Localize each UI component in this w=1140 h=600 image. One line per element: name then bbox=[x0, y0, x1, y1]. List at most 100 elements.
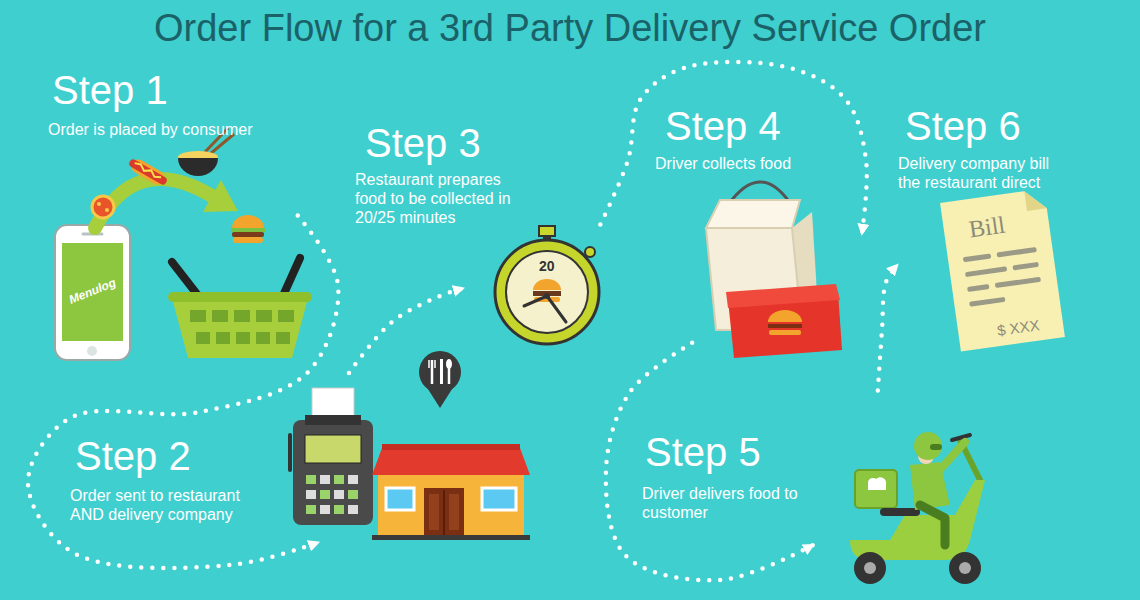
stopwatch-icon bbox=[495, 226, 599, 344]
bill-amount: $ XXX bbox=[996, 316, 1041, 339]
restaurant-icon bbox=[443, 490, 445, 537]
step-circle bbox=[800, 387, 1010, 597]
dotted-connector bbox=[600, 62, 866, 235]
basket-icon bbox=[276, 332, 290, 344]
takeout-box-icon bbox=[706, 200, 800, 228]
hotdog-icon bbox=[128, 158, 168, 186]
card-terminal-icon bbox=[306, 505, 316, 514]
card-terminal-icon bbox=[348, 475, 358, 484]
bill-heading: Bill bbox=[967, 212, 1007, 244]
location-pin-icon bbox=[448, 368, 451, 384]
pizza-icon bbox=[92, 196, 114, 218]
noodle-bowl-icon bbox=[178, 158, 218, 176]
location-pin-icon bbox=[426, 386, 454, 408]
bill-icon bbox=[1012, 262, 1038, 271]
connector-group bbox=[28, 62, 898, 580]
pizza-icon bbox=[92, 196, 114, 218]
step-description: Restaurant prepares food to be collected… bbox=[355, 170, 520, 227]
card-terminal-icon bbox=[320, 505, 330, 514]
card-terminal-icon bbox=[305, 415, 361, 425]
step-heading: Step 1 bbox=[52, 68, 168, 112]
bill-icon bbox=[965, 266, 1007, 277]
restaurant-icon bbox=[386, 488, 414, 510]
step-circle bbox=[897, 147, 1103, 353]
pizza-icon bbox=[97, 202, 101, 206]
basket-icon bbox=[236, 332, 250, 344]
basket-icon bbox=[190, 310, 206, 322]
burger-icon bbox=[231, 228, 265, 232]
restaurant-icon bbox=[429, 494, 439, 530]
pizza-icon bbox=[105, 208, 109, 212]
burger-icon bbox=[232, 232, 264, 237]
restaurant-icon bbox=[449, 494, 459, 530]
phone-icon bbox=[62, 243, 123, 341]
step-circle bbox=[293, 358, 517, 582]
phone-icon bbox=[55, 225, 130, 360]
circle-outline bbox=[293, 358, 517, 582]
location-pin-icon bbox=[428, 360, 430, 368]
card-terminal-icon bbox=[290, 388, 373, 525]
circle-outline bbox=[800, 387, 1010, 597]
scooter-icon bbox=[855, 470, 897, 508]
step-description: Order is placed by consumer bbox=[48, 120, 308, 139]
basket-icon bbox=[172, 298, 308, 358]
stopwatch-icon bbox=[506, 251, 588, 333]
burger-box-icon bbox=[769, 330, 801, 335]
step-heading: Step 4 bbox=[665, 104, 781, 148]
stopwatch-icon bbox=[524, 296, 547, 306]
circle-outline bbox=[464, 205, 630, 371]
step-node: Step 4Driver collects food bbox=[662, 167, 868, 373]
card-terminal-icon bbox=[334, 490, 344, 499]
scooter-icon bbox=[930, 444, 942, 450]
bill-icon bbox=[967, 284, 989, 292]
step-heading: Step 5 bbox=[645, 430, 761, 474]
card-terminal-icon bbox=[320, 475, 330, 484]
step-circle bbox=[662, 167, 868, 373]
circle-outline bbox=[662, 167, 868, 373]
restaurant-icon bbox=[482, 488, 516, 510]
restaurant-icon bbox=[382, 444, 520, 450]
burger-box-icon bbox=[768, 324, 802, 328]
phone-icon bbox=[55, 225, 130, 360]
step-heading: Step 2 bbox=[75, 434, 191, 478]
dotted-connector bbox=[606, 343, 814, 580]
burger-box-icon bbox=[726, 284, 840, 308]
location-pin-icon bbox=[434, 360, 436, 368]
basket-icon bbox=[256, 332, 270, 344]
stopwatch-icon bbox=[585, 247, 595, 257]
stopwatch-icon bbox=[547, 296, 566, 322]
step-node: Step 2Order sent to restaurant AND deliv… bbox=[293, 358, 517, 582]
card-terminal-icon bbox=[288, 435, 292, 470]
basket-icon bbox=[168, 258, 312, 358]
card-terminal-icon bbox=[348, 490, 358, 499]
step-heading: Step 6 bbox=[905, 104, 1021, 148]
hotdog-icon bbox=[126, 155, 169, 188]
location-pin-icon bbox=[431, 360, 434, 384]
dotted-connector bbox=[349, 288, 464, 373]
basket-icon bbox=[168, 292, 312, 302]
restaurant-icon bbox=[372, 444, 530, 540]
restaurant-icon bbox=[372, 448, 530, 475]
basket-icon bbox=[212, 310, 228, 322]
stopwatch-icon bbox=[544, 293, 550, 299]
step-description: Order sent to restaurant AND delivery co… bbox=[70, 486, 265, 524]
food-arc-arrow bbox=[203, 180, 238, 212]
location-pin-icon bbox=[440, 359, 443, 384]
burger-box-icon bbox=[768, 310, 802, 322]
scooter-icon bbox=[959, 562, 971, 574]
scooter-icon bbox=[914, 432, 942, 460]
basket-icon bbox=[234, 310, 250, 322]
card-terminal-icon bbox=[293, 420, 373, 525]
card-terminal-icon bbox=[306, 490, 316, 499]
basket-icon bbox=[278, 310, 294, 322]
bill-icon bbox=[995, 277, 1041, 288]
card-terminal-icon bbox=[348, 505, 358, 514]
location-pin-icon bbox=[446, 359, 452, 369]
burger-box-icon bbox=[726, 284, 842, 358]
basket-icon bbox=[216, 332, 230, 344]
card-terminal-icon bbox=[334, 475, 344, 484]
basket-icon bbox=[256, 310, 272, 322]
basket-icon bbox=[196, 332, 210, 344]
restaurant-icon bbox=[424, 488, 464, 537]
scooter-icon bbox=[880, 508, 920, 516]
